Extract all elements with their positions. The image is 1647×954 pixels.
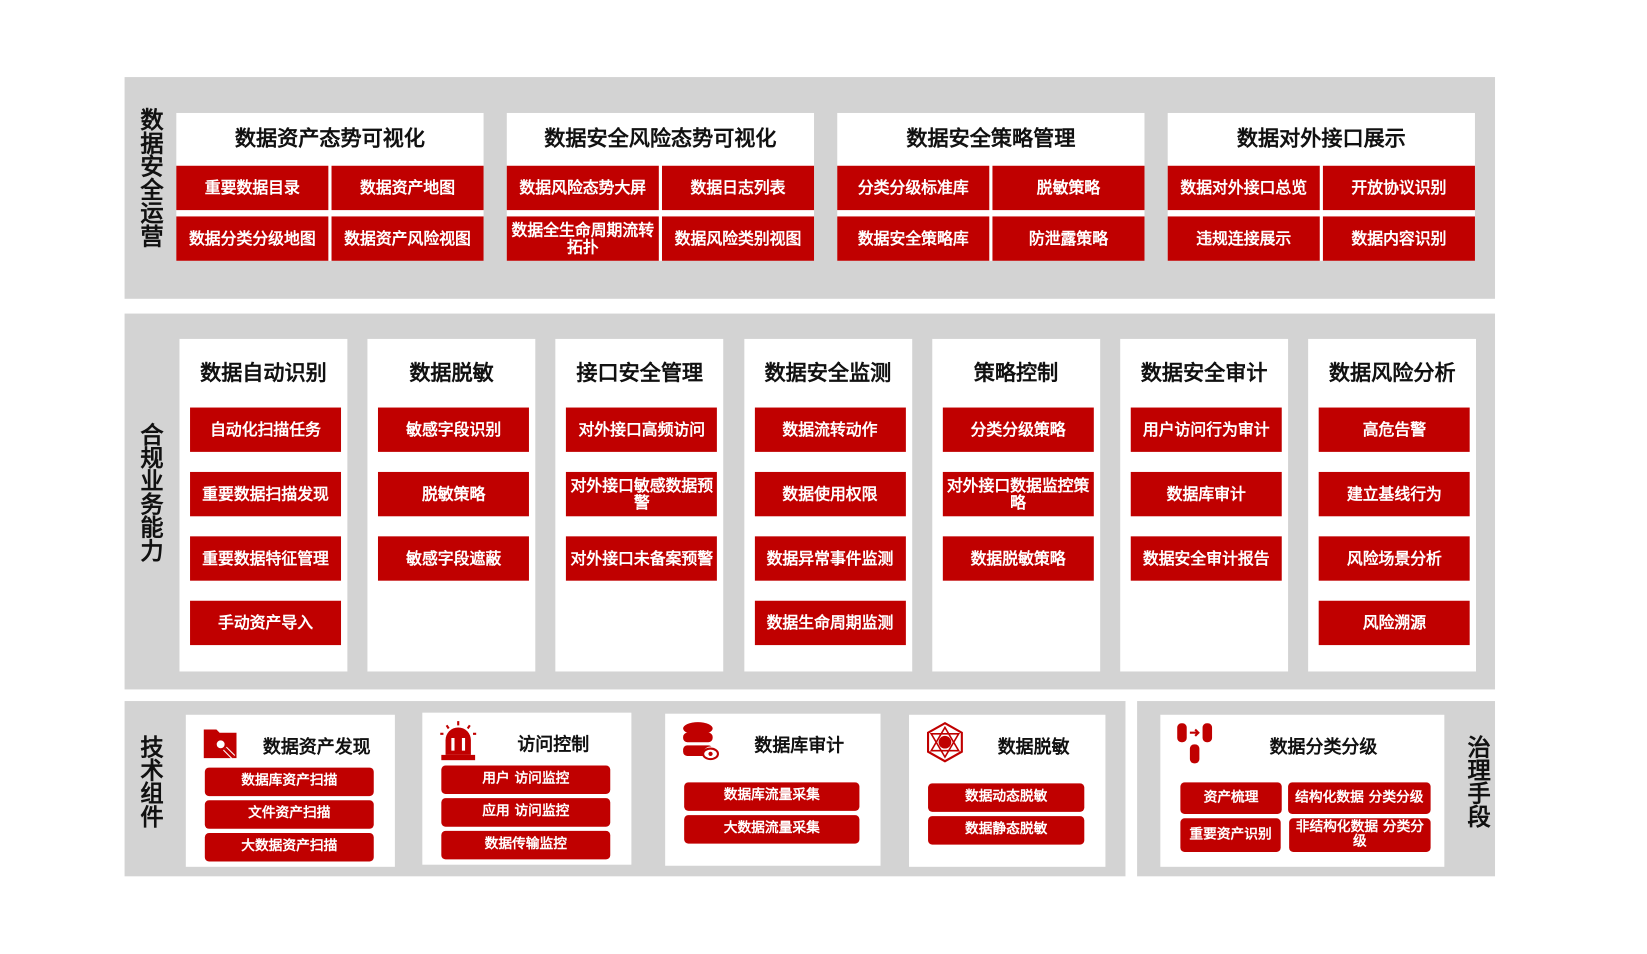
operations-item: 数据资产风险视图 (331, 216, 484, 261)
tech-card-title: 数据库审计 (754, 735, 845, 758)
compliance-card: 数据安全监测数据流转动作数据使用权限数据异常事件监测数据生命周期监测 (743, 338, 912, 672)
tech-item: 数据动态脱敏 (928, 783, 1085, 812)
operations-item: 重要数据目录 (176, 165, 329, 211)
compliance-card-title: 数据安全监测 (764, 360, 892, 386)
governance-item: 重要资产识别 (1180, 818, 1281, 853)
compliance-item: 数据异常事件监测 (754, 536, 906, 581)
operations-card: 数据安全风险态势可视化数据风险态势大屏数据日志列表数据全生命周期流转拓扑数据风险… (506, 112, 815, 261)
governance-item: 资产梳理 (1180, 782, 1282, 815)
compliance-item: 重要数据特征管理 (190, 536, 342, 581)
operations-card: 数据对外接口展示数据对外接口总览开放协议识别违规连接展示数据内容识别 (1167, 112, 1475, 261)
tech-item: 数据传输监控 (441, 830, 611, 860)
operations-card-title: 数据安全策略管理 (906, 125, 1076, 151)
governance-card: 数据分类分级 资产梳理 结构化数据 分类分级 重要资产识别 非结构化数据 分类分… (1160, 714, 1445, 867)
tech-item: 数据库流量采集 (684, 782, 860, 811)
compliance-card: 数据安全审计用户访问行为审计数据库审计数据安全审计报告 (1120, 338, 1289, 672)
operations-item: 数据对外接口总览 (1167, 165, 1320, 211)
compliance-item: 分类分级策略 (942, 407, 1094, 452)
compliance-item: 高危告警 (1318, 407, 1470, 452)
operations-item: 分类分级标准库 (837, 165, 990, 211)
compliance-card: 策略控制分类分级策略对外接口数据监控策略数据脱敏策略 (932, 338, 1100, 672)
alarm-light-icon (440, 721, 477, 761)
compliance-card-title: 数据脱敏 (409, 360, 494, 386)
compliance-item: 对外接口未备案预警 (566, 536, 718, 581)
operations-item: 数据安全策略库 (837, 216, 990, 261)
compliance-item: 重要数据扫描发现 (190, 471, 342, 517)
operations-item: 数据风险类别视图 (661, 216, 815, 261)
operations-item: 数据分类分级地图 (176, 216, 329, 261)
operations-card-title: 数据对外接口展示 (1236, 125, 1406, 151)
network-globe-icon (926, 722, 963, 763)
compliance-card-title: 接口安全管理 (576, 360, 704, 386)
governance-label: 治理手段 (1463, 734, 1490, 828)
compliance-item: 用户访问行为审计 (1130, 407, 1282, 452)
tech-card-title: 数据资产发现 (262, 736, 371, 759)
tech-card: 数据库审计数据库流量采集大数据流量采集 (665, 713, 881, 866)
operations-label: 数据安全运营 (136, 107, 163, 248)
governance-item: 结构化数据 分类分级 (1288, 782, 1431, 815)
operations-item: 脱敏策略 (992, 165, 1145, 211)
compliance-label: 合规业务能力 (136, 422, 163, 562)
tech-card-title: 数据脱敏 (997, 736, 1070, 759)
compliance-item: 数据库审计 (1130, 471, 1282, 517)
operations-item: 防泄露策略 (992, 216, 1145, 261)
tech-item: 数据库资产扫描 (204, 767, 374, 797)
compliance-item: 数据安全审计报告 (1130, 536, 1282, 581)
tech-item: 数据静态脱敏 (928, 816, 1085, 845)
operations-card-title: 数据安全风险态势可视化 (544, 125, 777, 151)
compliance-item: 对外接口敏感数据预警 (566, 471, 718, 517)
operations-card: 数据安全策略管理分类分级标准库脱敏策略数据安全策略库防泄露策略 (837, 112, 1145, 261)
tech-card: 数据脱敏数据动态脱敏数据静态脱敏 (909, 714, 1106, 867)
compliance-item: 数据生命周期监测 (754, 600, 906, 646)
compliance-item: 建立基线行为 (1318, 471, 1470, 517)
tech-item: 应用 访问监控 (441, 798, 611, 827)
compliance-item: 敏感字段识别 (378, 407, 530, 452)
database-sync-icon (1177, 723, 1213, 764)
operations-item: 数据全生命周期流转拓扑 (506, 216, 659, 261)
tech-item: 大数据资产扫描 (204, 833, 374, 862)
tech-card: 数据资产发现数据库资产扫描文件资产扫描大数据资产扫描 (185, 714, 395, 867)
compliance-card-title: 数据风险分析 (1328, 360, 1456, 386)
operations-card-title: 数据资产态势可视化 (234, 125, 425, 151)
compliance-card: 数据脱敏敏感字段识别脱敏策略敏感字段遮蔽 (367, 338, 536, 672)
compliance-card: 接口安全管理对外接口高频访问对外接口敏感数据预警对外接口未备案预警 (555, 338, 724, 672)
compliance-item: 数据流转动作 (754, 407, 906, 452)
compliance-item: 手动资产导入 (190, 600, 342, 646)
compliance-card: 数据风险分析高危告警建立基线行为风险场景分析风险溯源 (1308, 338, 1477, 672)
compliance-item: 对外接口高频访问 (566, 407, 718, 452)
operations-item: 数据资产地图 (331, 165, 484, 211)
operations-item: 数据风险态势大屏 (506, 165, 659, 211)
database-eye-icon (683, 722, 719, 762)
compliance-item: 风险溯源 (1318, 600, 1470, 646)
compliance-item: 风险场景分析 (1318, 536, 1470, 581)
governance-item: 非结构化数据 分类分级 (1289, 818, 1431, 853)
tech-item: 文件资产扫描 (204, 800, 374, 829)
tech-item: 大数据流量采集 (684, 815, 860, 844)
tech-card: 访问控制用户 访问监控应用 访问监控数据传输监控 (422, 712, 632, 865)
governance-card-title: 数据分类分级 (1269, 736, 1378, 759)
compliance-item: 敏感字段遮蔽 (378, 536, 530, 581)
tech-card-title: 访问控制 (517, 734, 590, 756)
operations-item: 数据日志列表 (661, 165, 815, 211)
compliance-item: 自动化扫描任务 (190, 407, 342, 452)
operations-item: 数据内容识别 (1322, 216, 1475, 261)
compliance-item: 脱敏策略 (378, 471, 530, 517)
compliance-card-title: 策略控制 (973, 360, 1059, 386)
folder-search-icon (203, 729, 237, 759)
operations-card: 数据资产态势可视化重要数据目录数据资产地图数据分类分级地图数据资产风险视图 (176, 112, 484, 261)
operations-item: 开放协议识别 (1322, 165, 1475, 211)
compliance-card: 数据自动识别自动化扫描任务重要数据扫描发现重要数据特征管理手动资产导入 (179, 338, 348, 672)
compliance-item: 对外接口数据监控策略 (942, 471, 1094, 517)
compliance-card-title: 数据自动识别 (200, 360, 327, 386)
compliance-item: 数据使用权限 (754, 471, 906, 517)
tech-item: 用户 访问监控 (441, 765, 611, 794)
compliance-item: 数据脱敏策略 (942, 536, 1094, 581)
operations-item: 违规连接展示 (1167, 216, 1320, 261)
compliance-card-title: 数据安全审计 (1140, 360, 1268, 386)
tech-label: 技术组件 (136, 734, 163, 828)
